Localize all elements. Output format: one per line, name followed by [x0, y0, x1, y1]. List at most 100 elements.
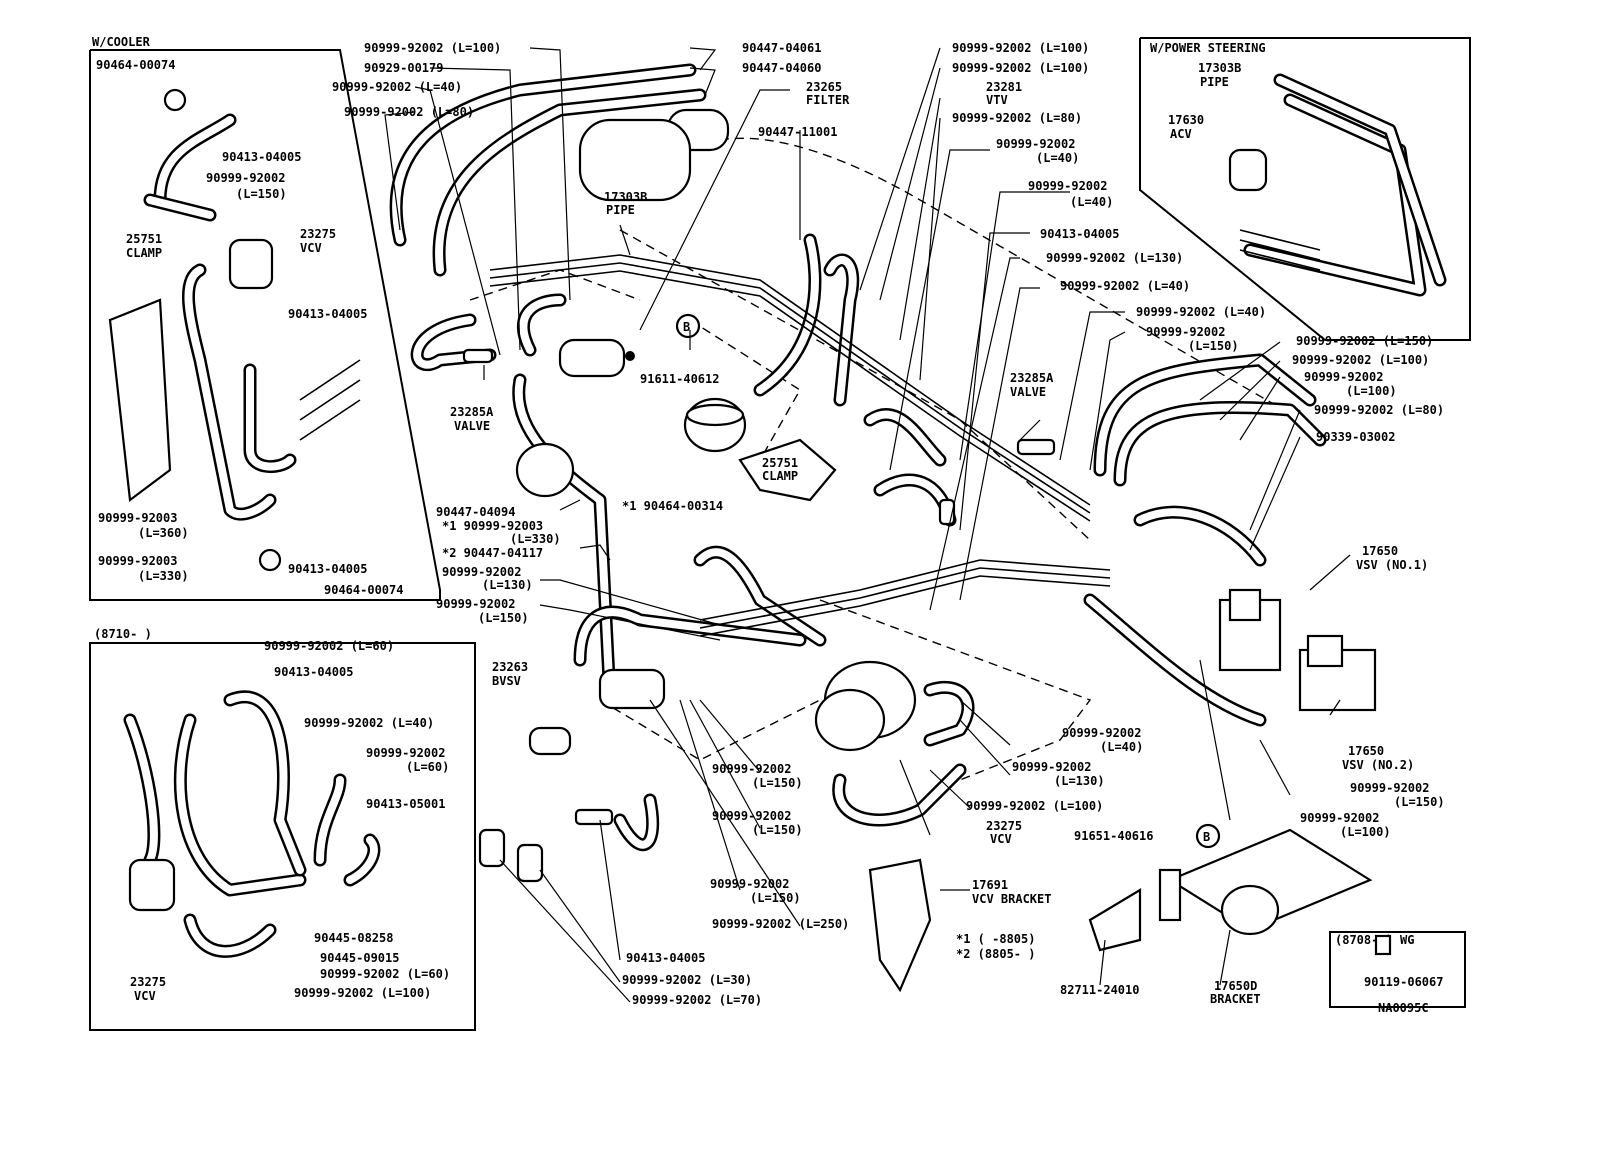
vcv-center	[558, 338, 635, 378]
label-r15a: 90999-92002	[1304, 370, 1383, 384]
label-c6: 90413-04005	[288, 307, 367, 321]
label-m10: 90413-04005	[626, 951, 705, 965]
label-b10a: 23275	[130, 975, 166, 989]
bracket-17650d	[1158, 828, 1373, 936]
label-r3a: 23281	[986, 80, 1022, 94]
label-t17: *1 90464-00314	[622, 499, 723, 513]
label-m7b: (L=150)	[752, 823, 803, 837]
label-m17: 90119-06067	[1364, 975, 1443, 989]
label-ps1a: 17303B	[1198, 61, 1241, 75]
label-r16: 90999-92002 (L=80)	[1314, 403, 1444, 417]
label-t16b: (L=150)	[478, 611, 529, 625]
label-ps2a: 17630	[1168, 113, 1204, 127]
label-t14: *2 90447-04117	[442, 546, 543, 560]
bolt-90119	[1374, 934, 1392, 956]
label-r6a: 90999-92002	[1028, 179, 1107, 193]
label-r11a: 90999-92002	[1146, 325, 1225, 339]
label-r21a: 90999-92002	[1300, 811, 1379, 825]
power-steering-inset-title: W/POWER STEERING	[1150, 41, 1266, 55]
label-t9b: PIPE	[606, 203, 635, 217]
valve-23285a-left	[462, 348, 494, 364]
label-t11a: 23285A	[450, 405, 494, 419]
label-b2: 90413-04005	[274, 665, 353, 679]
label-m7a: 90999-92002	[712, 809, 791, 823]
label-b8: 90999-92002 (L=60)	[320, 967, 450, 981]
label-m16b: BRACKET	[1210, 992, 1261, 1006]
label-t13a: *1 90999-92003	[442, 519, 543, 533]
label-m13a: 17691	[972, 878, 1008, 892]
label-t8: 90447-11001	[758, 125, 837, 139]
label-m3: 90999-92002 (L=100)	[966, 799, 1103, 813]
vsv-no2	[1298, 634, 1377, 712]
label-t4: 90999-92002 (L=80)	[344, 105, 474, 119]
label-m4a: 23275	[986, 819, 1022, 833]
vsv-no1	[1218, 588, 1282, 672]
label-m14a: *1 ( -8805)	[956, 932, 1035, 946]
label-c3a: 90999-92002	[206, 171, 285, 185]
label-t16a: 90999-92002	[436, 597, 515, 611]
label-t18a: 25751	[762, 456, 798, 470]
label-b7: 90445-09015	[320, 951, 399, 965]
label-m5: 91651-40616	[1074, 829, 1153, 843]
label-t19a: 23263	[492, 660, 528, 674]
label-r14: 90999-92002 (L=100)	[1292, 353, 1429, 367]
cooler-inset-parts	[108, 88, 361, 572]
date-8708-inset-title: (8708- ) WG	[1335, 933, 1414, 947]
label-m12: 90999-92002 (L=70)	[632, 993, 762, 1007]
vcv-23275-main	[814, 660, 917, 752]
bracket-82711	[1088, 888, 1142, 952]
label-c7b: (L=360)	[138, 526, 189, 540]
label-t13b: (L=330)	[510, 532, 561, 546]
label-m13b: VCV BRACKET	[972, 892, 1051, 906]
label-t6: 90447-04060	[742, 61, 821, 75]
label-t12: 90447-04094	[436, 505, 515, 519]
label-r12a: 23285A	[1010, 371, 1054, 385]
part-labels: 90464-00074 90413-04005 90999-92002 (L=1…	[96, 41, 1445, 1015]
callout-b-upper: B	[675, 313, 701, 339]
clamp-25751	[738, 438, 837, 502]
label-t19b: BVSV	[492, 674, 521, 688]
canister-center	[683, 397, 747, 453]
label-c8a: 90999-92003	[98, 554, 177, 568]
label-ps2b: ACV	[1170, 127, 1192, 141]
label-t5: 90447-04061	[742, 41, 821, 55]
label-m2b: (L=130)	[1054, 774, 1105, 788]
label-r15b: (L=100)	[1346, 384, 1397, 398]
label-m15: 82711-24010	[1060, 983, 1139, 997]
label-c1: 90464-00074	[96, 58, 175, 72]
label-m8b: (L=150)	[750, 891, 801, 905]
pipe-bundle	[489, 254, 1111, 637]
date-8710-inset: (8710- )	[89, 627, 476, 1031]
label-r4: 90999-92002 (L=80)	[952, 111, 1082, 125]
callout-b-lower-label: B	[1203, 830, 1210, 844]
label-ps1b: PIPE	[1200, 75, 1229, 89]
label-c8b: (L=330)	[138, 569, 189, 583]
cooler-inset: W/COOLER	[89, 35, 441, 601]
label-m16a: 17650D	[1214, 979, 1257, 993]
label-r10: 90999-92002 (L=40)	[1136, 305, 1266, 319]
label-b5: 90413-05001	[366, 797, 445, 811]
power-steering-inset: W/POWER STEERING	[1139, 37, 1471, 341]
label-t18b: CLAMP	[762, 469, 798, 483]
date-8710-inset-title: (8710- )	[94, 627, 152, 641]
label-r21b: (L=100)	[1340, 825, 1391, 839]
vcv-bracket-17691	[868, 858, 932, 993]
canister-left	[515, 442, 575, 498]
label-m18: NA0095C	[1378, 1001, 1429, 1015]
label-r20b: (L=150)	[1394, 795, 1445, 809]
date-8710-inset-parts	[123, 690, 381, 958]
label-c4b: VCV	[300, 241, 322, 255]
label-t11b: VALVE	[454, 419, 490, 433]
label-t2: 90929-00179	[364, 61, 443, 75]
date-8708-inset: (8708- ) WG	[1329, 931, 1466, 1008]
cooler-inset-title: W/COOLER	[92, 35, 151, 49]
label-m4b: VCV	[990, 832, 1012, 846]
label-m14b: *2 (8805- )	[956, 947, 1035, 961]
label-m1a: 90999-92002	[1062, 726, 1141, 740]
label-r2: 90999-92002 (L=100)	[952, 61, 1089, 75]
label-t15a: 90999-92002	[442, 565, 521, 579]
label-r20a: 90999-92002	[1350, 781, 1429, 795]
leader-lines	[384, 47, 1351, 1003]
label-r13: 90999-92002 (L=150)	[1296, 334, 1433, 348]
